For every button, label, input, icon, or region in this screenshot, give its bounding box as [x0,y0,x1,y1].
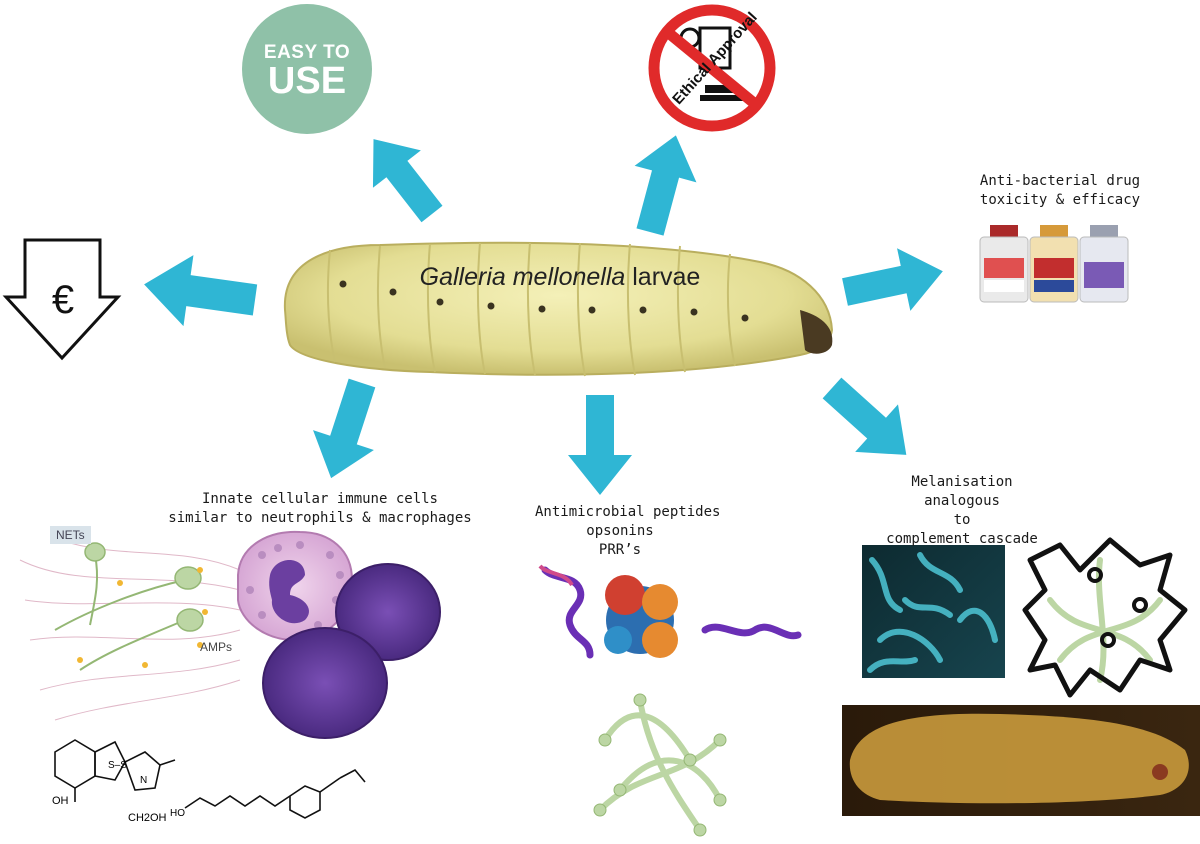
macrophage-cell-2 [262,627,388,739]
arrow-down-right [822,377,907,455]
amp-label-line2: opsonins [586,523,654,539]
protein-globule [604,575,678,658]
melanisation-label-line3: to [953,512,971,528]
central-title-plain: larvae [625,263,701,291]
central-title: Galleria mellonella larvae [360,263,760,292]
vial-2 [1029,225,1079,303]
arrow-up-right [634,135,697,236]
arrow-up-left [372,139,443,223]
arrow-down [568,395,632,495]
arrow-down-left [313,378,376,479]
chem-ho-label: HO [170,808,185,819]
fungal-hyphae-center [597,697,723,833]
melanisation-label: Melanisation analogous to complement cas… [862,473,1062,549]
neutrophil-cell [237,530,354,642]
drug-vials-image [979,225,1129,303]
drug-label-line1: Anti-bacterial drug [979,173,1141,189]
melanisation-label-line1: Melanisation [911,474,1013,490]
helix-left [541,566,594,659]
drug-label-line2: toxicity & efficacy [979,192,1141,208]
innate-label-line1: Innate cellular immune cells [201,491,438,507]
arrows [144,135,943,495]
chemical-structures [54,739,366,819]
immune-cells-illustration [237,530,441,739]
melanised-larva-photo [842,705,1200,816]
easy-badge-line1: EASY TO [263,42,351,63]
arrow-left [144,255,258,327]
no-ethical-approval-icon [648,4,776,132]
melanisation-label-line4: complement cascade [886,531,1038,547]
nets-tag: NETs [50,526,91,544]
neutrophil-nucleus [269,560,310,624]
helix-right [701,623,802,640]
chem-ss-label: S–S [108,760,127,771]
cost-down-arrow-icon [2,238,122,361]
larva-illustration [283,241,834,377]
innate-label-line2: similar to neutrophils & macrophages [168,510,472,526]
innate-label: Innate cellular immune cells similar to … [150,490,490,528]
vial-1 [979,225,1029,303]
chem-oh-label: OH [52,795,69,807]
nets-bacteria-illustration [19,539,241,721]
larva-head [800,310,833,354]
easy-badge-line2: USE [267,60,347,102]
amp-label-line1: Antimicrobial peptides [535,504,721,520]
melanisation-label-line2: analogous [924,493,1000,509]
microscopy-image [862,545,1005,678]
easy-to-use-badge: EASY TO USE [242,4,372,134]
amp-label: Antimicrobial peptides opsonins PRR’s [535,503,721,560]
amp-label-line3: PRR’s [598,542,642,558]
melanised-hyphae-drawing [1022,537,1188,698]
amps-tag: AMPs [200,640,233,654]
central-title-italic: Galleria mellonella [419,263,626,291]
chem-n-label: N [140,775,148,786]
euro-icon: € [51,278,75,322]
arrow-right [842,248,943,311]
drug-label: Anti-bacterial drug toxicity & efficacy [960,172,1160,210]
protein-structures [538,564,802,659]
macrophage-cell-1 [335,563,441,661]
chem-ch2oh-label: CH2OH [128,812,167,824]
vial-3 [1079,225,1129,303]
